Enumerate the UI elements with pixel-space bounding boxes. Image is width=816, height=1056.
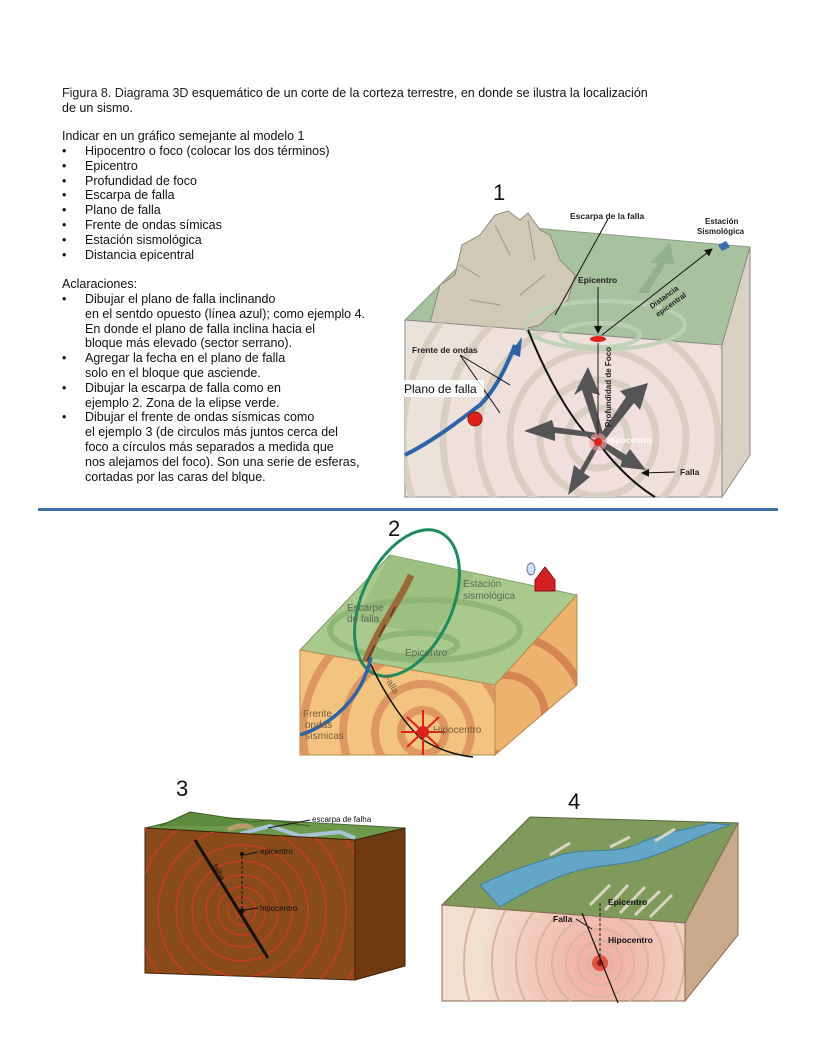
note-item: Agregar la fecha en el plano de falla so… [62, 351, 365, 381]
note-line: Dibujar la escarpa de falla como en [85, 380, 281, 395]
caption-text-line2: de un sismo. [62, 101, 133, 115]
wave-rings [463, 905, 685, 1001]
note-line: foco a círculos más separados a medida q… [85, 439, 334, 454]
label-sismologica: Sismológica [697, 227, 745, 236]
label-epicentro: epicentro [260, 847, 293, 856]
label-hipocentro: hipocentro [260, 904, 298, 913]
task-item: Estación sismológica [62, 233, 330, 248]
label-epicentro: Epicentro [608, 897, 647, 907]
label-de-falla: de falla [347, 614, 380, 625]
task-item: Profundidad de foco [62, 174, 330, 189]
figure-number-2: 2 [388, 516, 401, 541]
note-line: Dibujar el plano de falla inclinando [85, 292, 276, 306]
label-plano-falla: Plano de falla [404, 382, 477, 396]
note-line: Agregar la fecha en el plano de falla [85, 351, 286, 366]
note-item: Dibujar la escarpa de falla como en ejem… [62, 381, 365, 411]
focus-marker [417, 726, 429, 738]
fault-plane-line [404, 344, 517, 457]
note-line: Dibujar el frente de ondas sísmicas como [85, 410, 315, 425]
task-item: Distancia epicentral [62, 248, 330, 263]
block-side-face [721, 246, 751, 499]
caption-text: esquemático de un corte de la corteza te… [188, 86, 648, 100]
figure-number-4: 4 [568, 789, 581, 814]
task-item: Epicentro [62, 159, 330, 174]
epicenter-marker [590, 336, 606, 342]
label-ondas: ondas [305, 720, 332, 731]
label-frente: Frente [303, 709, 332, 720]
figure-4-diagram: Epicentro Falla Hipocentro [440, 816, 739, 1004]
label-sismicas: sísmicas [305, 731, 344, 742]
notes-list: Dibujar el plano de falla inclinando en … [62, 292, 365, 484]
label-profundidad: Profundidad de Foco [604, 347, 613, 427]
task-item: Hipocentro o foco (colocar los dos térmi… [62, 144, 330, 159]
note-line: el ejemplo 3 (de circulos más juntos cer… [85, 425, 338, 440]
notes-title: Aclaraciones: [62, 277, 138, 291]
label-estacion: Estación [463, 579, 501, 590]
focus-marker [594, 438, 602, 446]
caption-figure-label: Figura 8. Diagrama 3D [62, 86, 189, 100]
figure-1-diagram: Escarpa de la falla Estación Sismológica… [402, 210, 751, 499]
figure-3-diagram: escarpa de falha epicentro falha hipocen… [144, 811, 406, 981]
task-intro: Indicar en un gráfico semejante al model… [62, 129, 305, 143]
section-divider [38, 508, 778, 511]
note-line: solo en el bloque que asciende. [85, 365, 261, 380]
focus-marker [239, 908, 245, 914]
note-line: ejemplo 2. Zona de la elipse verde. [85, 395, 280, 410]
label-epicentro: Epicentro [405, 648, 448, 659]
label-hipocentro: Hipocentro [607, 435, 652, 445]
figure-2-diagram: Estación sismológica Escarpe de falla Ep… [299, 528, 578, 758]
fault-plane-line [299, 656, 373, 737]
label-hipocentro: Hipocentro [608, 935, 653, 945]
water-body [479, 822, 731, 908]
label-epicentro: Epicentro [578, 275, 617, 285]
figure-caption: Figura 8. Diagrama 3D esquemático de un … [62, 86, 648, 116]
wave-arrows [524, 367, 648, 495]
note-item: Dibujar el frente de ondas sísmicas como… [62, 410, 365, 484]
task-list: Hipocentro o foco (colocar los dos térmi… [62, 144, 330, 262]
note-line: En donde el plano de falla inclina hacia… [85, 321, 316, 336]
scarp-highlight-ellipse [353, 528, 461, 678]
mountain-range [429, 210, 576, 331]
label-escarpe: Escarpe [347, 603, 384, 614]
note-line: bloque más elevado (sector serrano). [85, 336, 293, 351]
block-side-face [354, 827, 406, 981]
seismic-station [534, 566, 556, 592]
epicenter-marker [240, 852, 244, 856]
label-falla: Falla [553, 914, 573, 924]
task-item: Escarpa de falla [62, 188, 330, 203]
label-frente-ondas: Frente de ondas [412, 345, 478, 355]
label-estacion: Estación [705, 217, 738, 226]
figure-number-3: 3 [176, 776, 189, 801]
note-line: en el sentdo opuesto (línea azul); como … [85, 306, 366, 321]
note-item: Dibujar el plano de falla inclinando en … [62, 292, 365, 351]
task-item: Frente de ondas símicas [62, 218, 330, 233]
fault-scarp [361, 573, 415, 665]
label-sismologica: sismológica [463, 591, 516, 602]
block-side-face [684, 822, 739, 1003]
figure-number-1: 1 [493, 180, 506, 205]
task-item: Plano de falla [62, 203, 330, 218]
label-hipocentro: Hipocentro [433, 725, 482, 736]
label-falla: Falla [680, 467, 700, 477]
fault-plane-dot [467, 411, 483, 427]
note-line: cortadas por las caras del blque. [85, 469, 266, 484]
label-escarpa: Escarpa de la falla [570, 211, 644, 221]
note-line: nos alejamos del foco). Son una serie de… [85, 454, 360, 469]
fault-line [193, 839, 270, 959]
label-escarpa: escarpa de falha [312, 815, 372, 824]
